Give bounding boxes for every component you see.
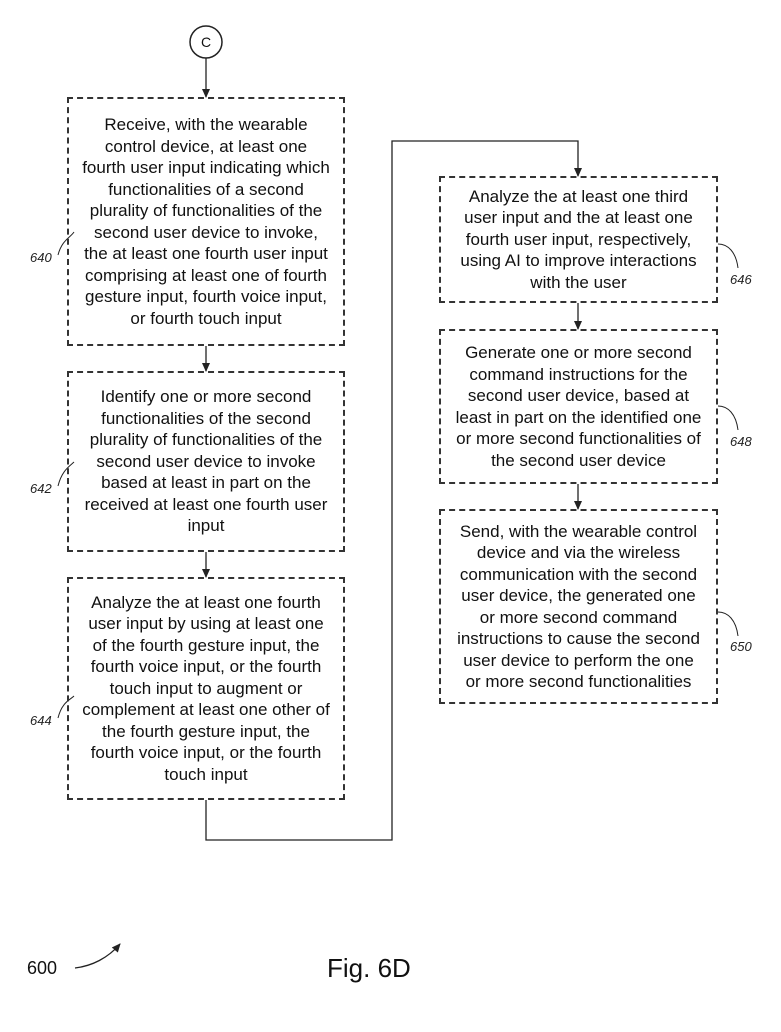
step-640-box: Receive, with the wearable control devic… [67, 97, 345, 346]
step-644-box: Analyze the at least one fourth user inp… [67, 577, 345, 800]
figure-ref-arrow [74, 943, 121, 969]
connector-c-label: C [200, 34, 212, 50]
leader-640 [57, 231, 75, 256]
figure-ref-label: 600 [27, 958, 58, 978]
step-650-box: Send, with the wearable control device a… [439, 509, 718, 704]
ref-648-label: 648 [730, 434, 752, 449]
step-642-box: Identify one or more second functionalit… [67, 371, 345, 552]
arrow-644-to-646 [205, 140, 582, 841]
leader-642 [57, 461, 75, 487]
step-646-box: Analyze the at least one third user inpu… [439, 176, 718, 303]
ref-642-label: 642 [30, 481, 52, 496]
leader-644 [57, 695, 75, 719]
leader-650 [717, 611, 739, 637]
step-648-box: Generate one or more second command inst… [439, 329, 718, 484]
figure-title: Fig. 6D [327, 953, 411, 983]
ref-644-label: 644 [30, 713, 52, 728]
leader-648 [717, 405, 739, 431]
ref-646-label: 646 [730, 272, 752, 287]
leader-646 [717, 243, 739, 269]
ref-650-label: 650 [730, 639, 752, 654]
ref-640-label: 640 [30, 250, 52, 265]
